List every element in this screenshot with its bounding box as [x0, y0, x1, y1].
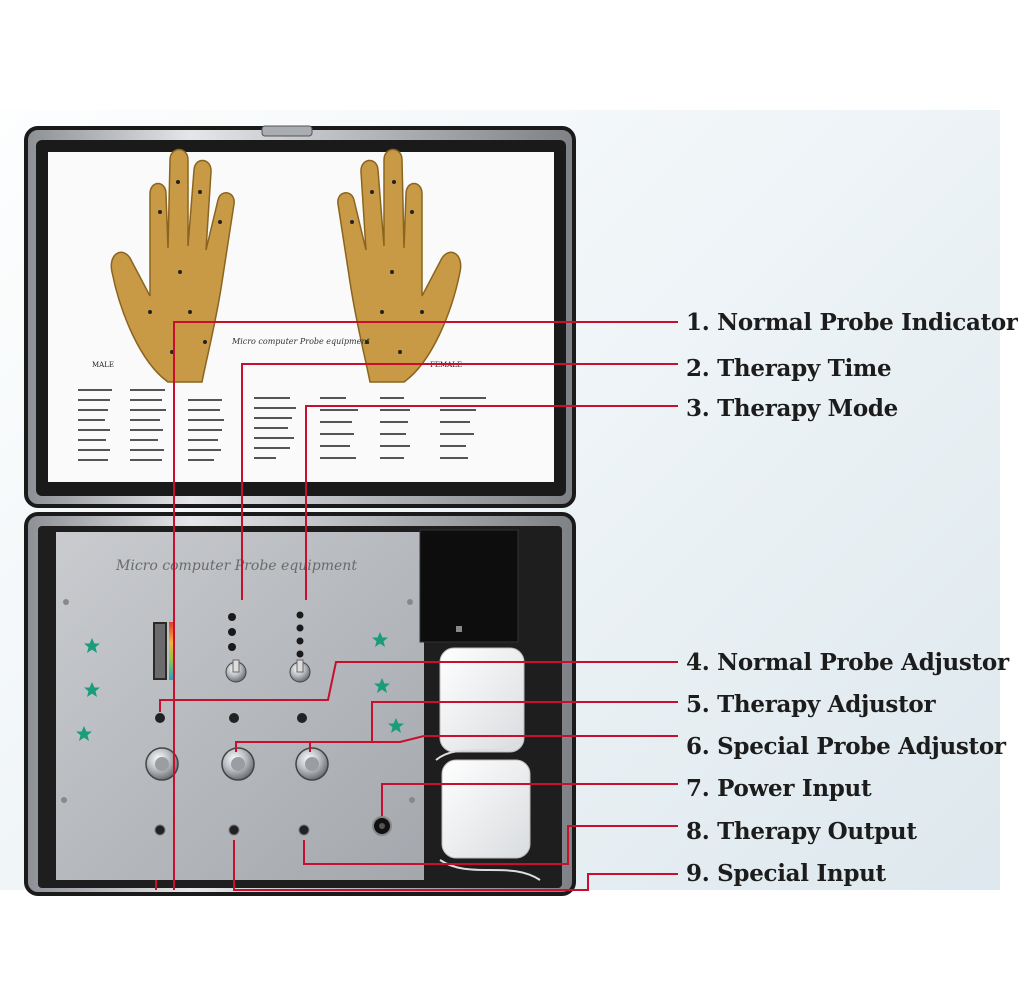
callout-line-4	[159, 661, 678, 712]
callout-label-1: 1. Normal Probe Indicator	[686, 309, 1018, 336]
therapy-time-leds	[228, 613, 236, 651]
callout-label-9: 9. Special Input	[686, 860, 886, 887]
callout-label-6: 6. Special Probe Adjustor	[686, 733, 1006, 760]
case-lid: MALE FEMALE Micro computer Probe equipme…	[24, 125, 576, 508]
case-base: Micro computer Probe equipment	[24, 512, 576, 896]
callout-line-6	[309, 735, 678, 752]
therapy-adjustor-knob[interactable]	[221, 747, 255, 781]
therapy-mode-leds	[296, 611, 304, 658]
normal-probe-indicator-bar	[153, 622, 175, 680]
callout-label-4: 4. Normal Probe Adjustor	[686, 649, 1009, 676]
power-input-jack[interactable]	[372, 816, 392, 836]
callout-label-2: 2. Therapy Time	[686, 355, 892, 382]
therapy-time-switch[interactable]	[225, 659, 247, 683]
left-hand-label: MALE	[92, 361, 114, 369]
chart-legend-text	[78, 389, 486, 461]
control-panel	[56, 532, 424, 880]
callout-label-3: 3. Therapy Mode	[686, 395, 898, 422]
normal-input-jack[interactable]	[154, 824, 166, 836]
callout-line-9	[233, 840, 678, 891]
therapy-output-jack[interactable]	[298, 824, 310, 836]
callout-line-8	[303, 825, 678, 865]
accessory-box	[419, 529, 519, 643]
acupoint-chart	[48, 152, 554, 482]
brand-text: Micro computer Probe equipment	[115, 558, 357, 574]
callout-label-5: 5. Therapy Adjustor	[686, 691, 936, 718]
callout-line-7	[381, 783, 678, 816]
right-hand-illustration	[337, 148, 462, 383]
callout-lines	[155, 321, 678, 891]
normal-probe-adjustor-knob[interactable]	[145, 747, 179, 781]
chart-caption: Micro computer Probe equipment	[231, 337, 370, 346]
special-probe-adjustor-knob[interactable]	[295, 747, 329, 781]
callout-line-2	[241, 363, 678, 600]
special-input-jack[interactable]	[228, 824, 240, 836]
callout-line-3	[305, 405, 678, 600]
electrode-pads	[435, 647, 541, 881]
callout-label-7: 7. Power Input	[686, 775, 872, 802]
therapy-mode-switch[interactable]	[289, 659, 311, 683]
callout-label-8: 8. Therapy Output	[686, 818, 917, 845]
